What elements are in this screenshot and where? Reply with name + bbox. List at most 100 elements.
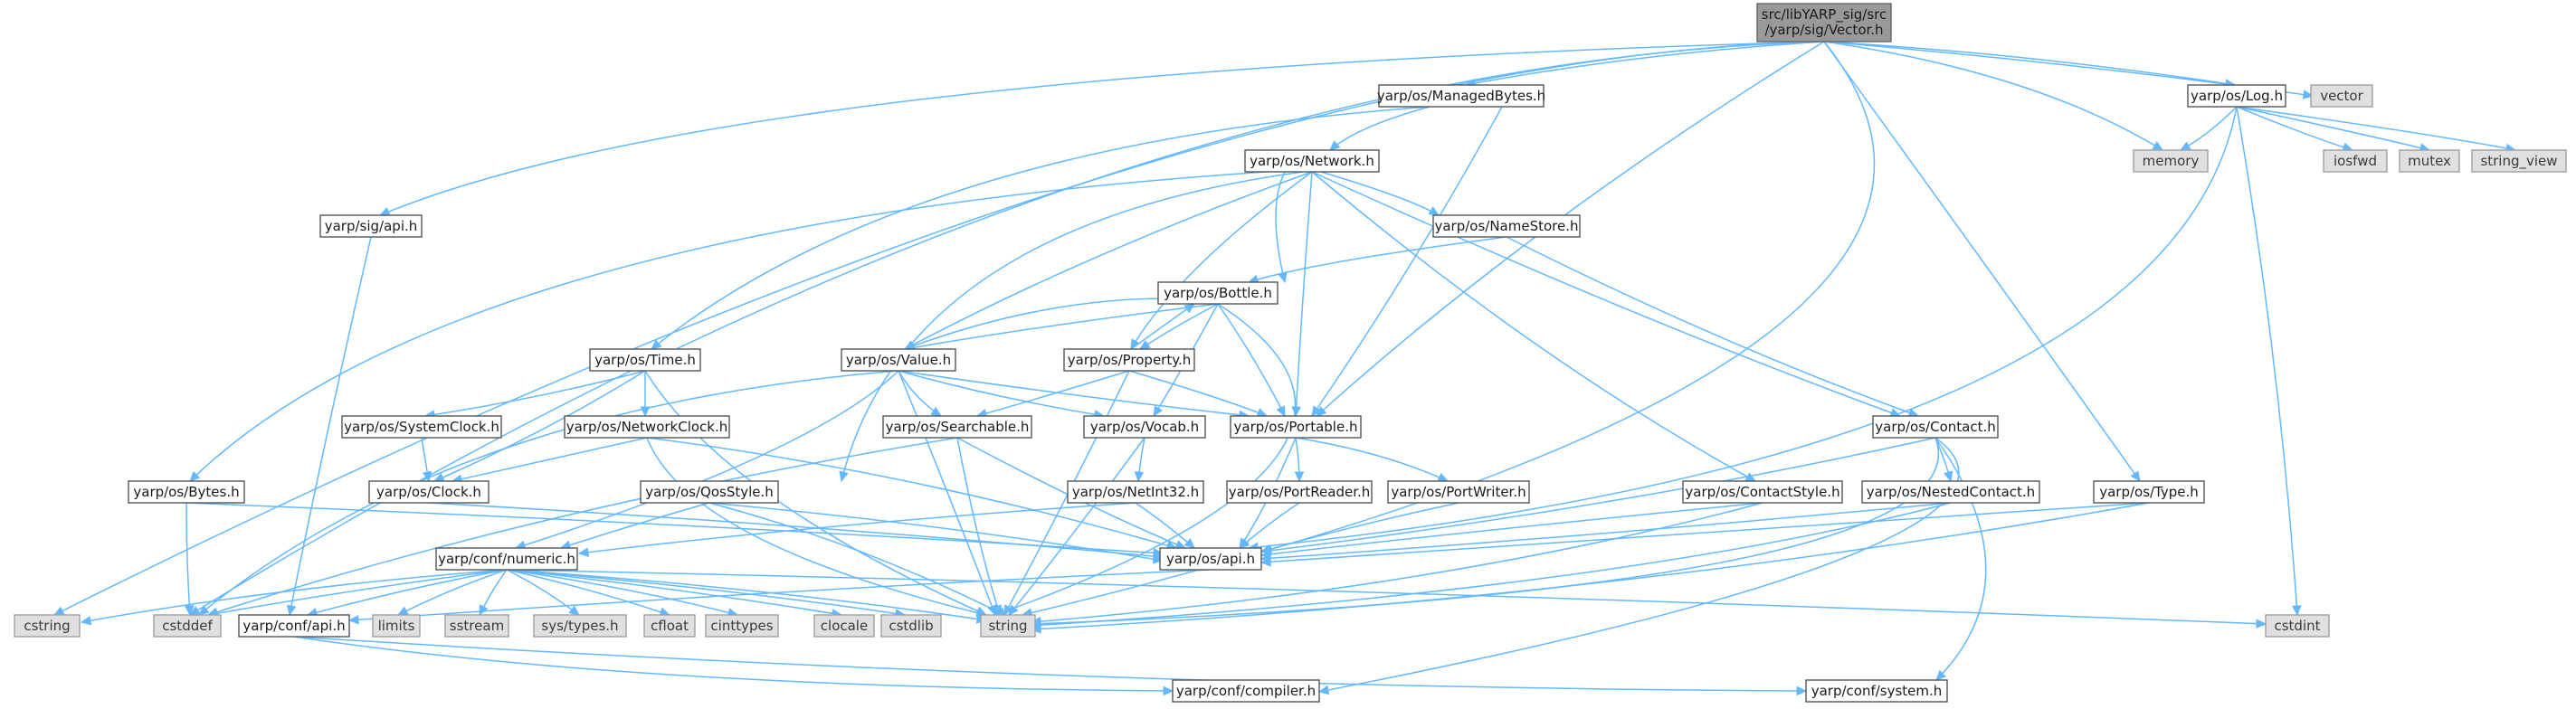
node-property-h[interactable]: yarp/os/Property.h (1063, 348, 1195, 372)
node-conf-numeric-h[interactable]: yarp/conf/numeric.h (435, 547, 578, 571)
node-limits[interactable]: limits (372, 614, 421, 638)
node-vector[interactable]: vector (2310, 84, 2373, 108)
node-namestore-h[interactable]: yarp/os/NameStore.h (1432, 214, 1581, 238)
node-bytes-h[interactable]: yarp/os/Bytes.h (128, 480, 245, 504)
node-netint32-h[interactable]: yarp/os/NetInt32.h (1067, 480, 1204, 504)
node-time-h[interactable]: yarp/os/Time.h (589, 348, 701, 372)
dependency-edge (397, 569, 508, 616)
node-memory[interactable]: memory (2133, 149, 2209, 173)
dependency-arrowhead (1183, 303, 1195, 314)
node-network-h[interactable]: yarp/os/Network.h (1244, 149, 1380, 173)
dependency-arrowhead (1183, 538, 1195, 549)
node-cfloat[interactable]: cfloat (643, 614, 696, 638)
node-string[interactable]: string (980, 614, 1036, 638)
dependency-arrowhead (1935, 669, 1947, 681)
svg-text:yarp/os/Contact.h: yarp/os/Contact.h (1875, 419, 1996, 435)
node-sys-types-h[interactable]: sys/types.h (533, 614, 627, 638)
node-networkclock-h[interactable]: yarp/os/NetworkClock.h (564, 415, 730, 439)
node-qosstyle-h[interactable]: yarp/os/QosStyle.h (640, 480, 779, 504)
dependency-edge (956, 437, 1001, 616)
dependency-edge (898, 370, 996, 616)
node-searchable-h[interactable]: yarp/os/Searchable.h (882, 415, 1032, 439)
node-conf-compiler-h[interactable]: yarp/conf/compiler.h (1172, 679, 1320, 703)
node-root-vector-h[interactable]: src/libYARP_sig/src /yarp/sig/Vector.h (1756, 3, 1892, 43)
dependency-edge (1506, 236, 1919, 417)
dependency-edge (307, 569, 508, 616)
svg-text:cstring: cstring (24, 618, 70, 634)
node-portwriter-h[interactable]: yarp/os/PortWriter.h (1387, 480, 1530, 504)
dependency-arrowhead (1153, 405, 1164, 418)
node-cinttypes[interactable]: cinttypes (705, 614, 779, 638)
svg-text:yarp/conf/compiler.h: yarp/conf/compiler.h (1176, 683, 1316, 699)
node-clocale[interactable]: clocale (813, 614, 875, 638)
dependency-arrowhead (1259, 557, 1271, 567)
dependency-arrowhead (1008, 604, 1019, 616)
dependency-arrowhead (185, 605, 195, 617)
dependency-arrowhead (189, 470, 201, 482)
dependency-edge (1295, 171, 1313, 417)
node-os-api-h[interactable]: yarp/os/api.h (1159, 547, 1262, 571)
dependency-edge (994, 303, 1297, 616)
node-cstdint[interactable]: cstdint (2265, 614, 2330, 638)
dependency-edge (53, 41, 1825, 616)
node-cstddef[interactable]: cstddef (153, 614, 222, 638)
dependency-edge (506, 569, 670, 616)
dependency-arrowhead (188, 606, 201, 616)
svg-text:vector: vector (2320, 88, 2363, 104)
node-vocab-h[interactable]: yarp/os/Vocab.h (1083, 415, 1206, 439)
dependency-arrowhead (2292, 605, 2302, 617)
node-bottle-h[interactable]: yarp/os/Bottle.h (1157, 281, 1278, 305)
dependency-arrowhead (651, 339, 662, 350)
node-sstream[interactable]: sstream (444, 614, 509, 638)
dependency-edge (578, 502, 1136, 554)
dependency-arrowhead (378, 207, 391, 216)
node-type-h[interactable]: yarp/os/Type.h (2093, 480, 2205, 504)
dependency-edge (293, 636, 1174, 692)
dependency-edge (841, 171, 1304, 482)
dependency-edge (1248, 236, 1507, 283)
svg-text:cinttypes: cinttypes (710, 618, 773, 634)
node-value-h[interactable]: yarp/os/Value.h (841, 348, 956, 372)
dependency-edge (293, 636, 1807, 692)
dependency-arrowhead (1796, 685, 1808, 696)
svg-text:yarp/os/Type.h: yarp/os/Type.h (2099, 484, 2199, 500)
node-iosfwd[interactable]: iosfwd (2323, 149, 2388, 173)
node-sig-api-h[interactable]: yarp/sig/api.h (319, 214, 423, 238)
node-mutex[interactable]: mutex (2399, 149, 2460, 173)
dependency-edge (2180, 106, 2238, 151)
node-systemclock-h[interactable]: yarp/os/SystemClock.h (341, 415, 502, 439)
node-conf-api-h[interactable]: yarp/conf/api.h (238, 614, 350, 638)
node-managedbytes-h[interactable]: yarp/os/ManagedBytes.h (1377, 84, 1545, 108)
node-portable-h[interactable]: yarp/os/Portable.h (1230, 415, 1362, 439)
svg-text:limits: limits (378, 618, 415, 634)
svg-text:yarp/os/Bytes.h: yarp/os/Bytes.h (133, 484, 239, 500)
svg-text:string_view: string_view (2480, 153, 2557, 170)
dependency-arrowhead (1003, 604, 1013, 617)
svg-text:yarp/os/PortReader.h: yarp/os/PortReader.h (1229, 484, 1371, 500)
dependency-edge (1934, 437, 1987, 681)
svg-text:yarp/os/SystemClock.h: yarp/os/SystemClock.h (344, 419, 499, 435)
dependency-edge (1261, 437, 1936, 553)
dependency-arrowhead (2130, 470, 2141, 482)
node-string-view[interactable]: string_view (2471, 149, 2567, 173)
dependency-arrowhead (577, 547, 590, 557)
node-nestedcontact-h[interactable]: yarp/os/NestedContact.h (1861, 480, 2040, 504)
node-cstdlib[interactable]: cstdlib (880, 614, 942, 638)
node-contactstyle-h[interactable]: yarp/os/ContactStyle.h (1682, 480, 1843, 504)
node-contact-h[interactable]: yarp/os/Contact.h (1872, 415, 1999, 439)
node-cstring[interactable]: cstring (14, 614, 81, 638)
dependency-arrowhead (80, 615, 92, 626)
dependency-edge (506, 569, 842, 616)
node-portreader-h[interactable]: yarp/os/PortReader.h (1226, 480, 1373, 504)
dependency-edge (1823, 41, 2163, 151)
dependency-edge (1031, 502, 2150, 630)
node-log-h[interactable]: yarp/os/Log.h (2187, 84, 2286, 108)
dependency-arrowhead (1437, 472, 1450, 482)
dependency-arrowhead (1174, 540, 1187, 549)
svg-text:string: string (988, 618, 1027, 634)
dependency-edge (708, 502, 1164, 562)
node-conf-system-h[interactable]: yarp/conf/system.h (1805, 679, 1948, 703)
dependency-edge (904, 298, 1168, 350)
node-clock-h[interactable]: yarp/os/Clock.h (368, 480, 490, 504)
dependency-edge (185, 502, 191, 616)
